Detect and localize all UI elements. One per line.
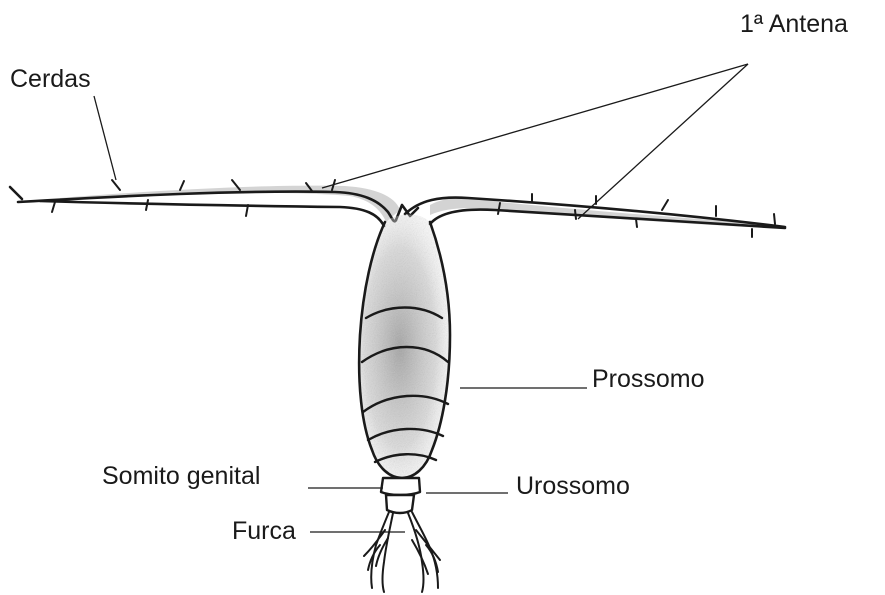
furca-label: Furca bbox=[232, 519, 296, 544]
setae-label: Cerdas bbox=[10, 67, 91, 92]
urosome-label: Urossomo bbox=[516, 474, 630, 499]
left-antenna bbox=[10, 187, 396, 226]
furca bbox=[364, 512, 440, 592]
prosome-label: Prossomo bbox=[592, 367, 705, 392]
urosome bbox=[381, 478, 420, 513]
genital-somite-label: Somito genital bbox=[102, 464, 260, 489]
setae-leader bbox=[94, 96, 116, 180]
antenna-label: 1ª Antena bbox=[740, 12, 848, 37]
antenna-leader-right bbox=[578, 64, 748, 219]
antenna-leader-left bbox=[322, 64, 748, 188]
